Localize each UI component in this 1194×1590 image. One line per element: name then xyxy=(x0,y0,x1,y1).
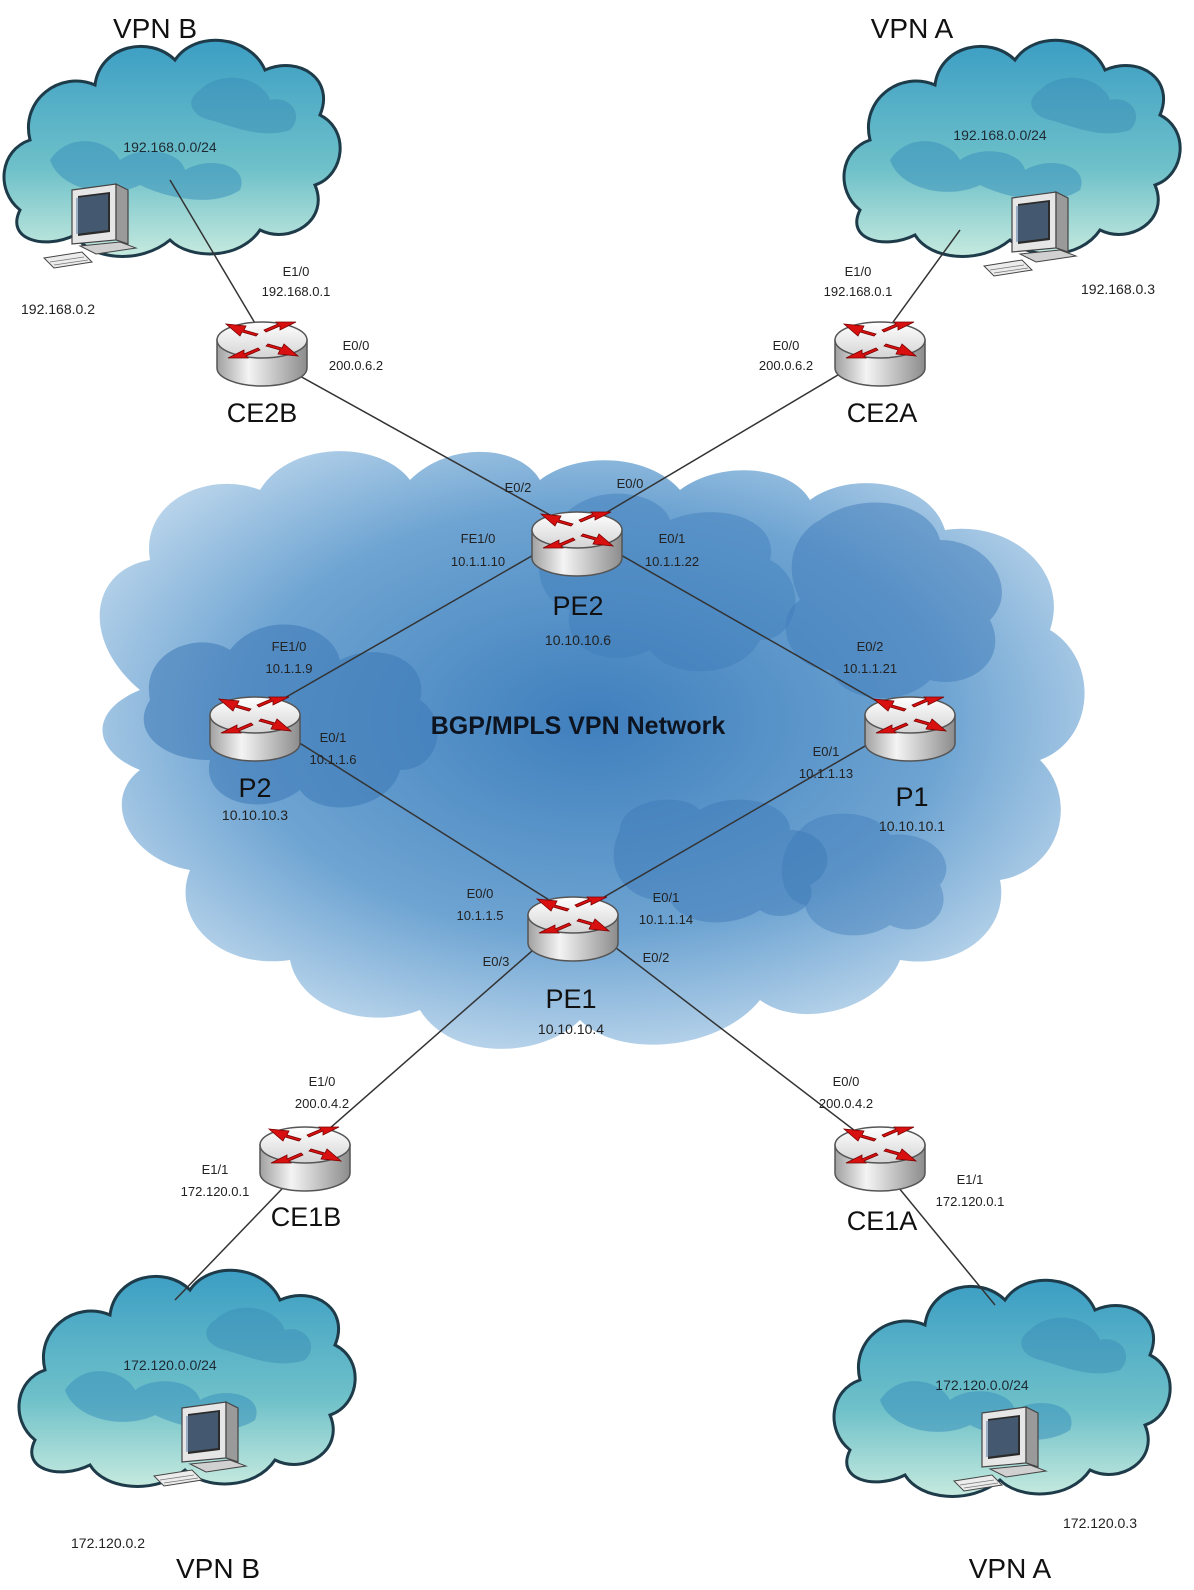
pe1-e01-name: E0/1 xyxy=(653,890,680,905)
link-ce2a-pe2 xyxy=(576,349,881,531)
ce2a-if2-name: E0/0 xyxy=(773,338,800,353)
vpn-label-bottom-left: VPN B xyxy=(176,1553,260,1584)
pe2-fe10-name: FE1/0 xyxy=(461,531,496,546)
ce1b-if2-name: E1/1 xyxy=(202,1162,229,1177)
link-pe1-ce1b xyxy=(304,914,574,1151)
subnet-bottom-left: 172.120.0.0/24 xyxy=(123,1357,217,1373)
host-ip-top-right: 192.168.0.3 xyxy=(1081,281,1155,297)
p1-name: P1 xyxy=(895,782,928,812)
link-p1-pe1 xyxy=(572,719,911,916)
subnet-top-left: 192.168.0.0/24 xyxy=(123,139,217,155)
core-cloud xyxy=(99,451,1085,1049)
ce2a-if2-ip: 200.0.6.2 xyxy=(759,358,813,373)
host-ip-top-left: 192.168.0.2 xyxy=(21,301,95,317)
ce1a-name: CE1A xyxy=(847,1206,918,1236)
pe2-loopback: 10.10.10.6 xyxy=(545,632,611,648)
link-pe1-ce1a xyxy=(572,914,881,1151)
ce1a-if1-ip: 200.0.4.2 xyxy=(819,1096,873,1111)
p2-fe10-ip: 10.1.1.9 xyxy=(266,661,313,676)
link-pe2-p2 xyxy=(254,529,578,716)
link-siteb-top-ce2b xyxy=(169,179,263,336)
router-ce1b-icon[interactable] xyxy=(259,1126,351,1192)
ce1a-if2-ip: 172.120.0.1 xyxy=(936,1194,1005,1209)
p1-e01-name: E0/1 xyxy=(813,744,840,759)
pe1-e01-ip: 10.1.1.14 xyxy=(639,912,693,927)
pe1-e03-label: E0/3 xyxy=(483,954,510,969)
router-p1-icon[interactable] xyxy=(864,696,956,762)
ce2b-if1-ip: 192.168.0.1 xyxy=(262,284,331,299)
vpn-label-bottom-right: VPN A xyxy=(969,1553,1052,1584)
ce2b-name: CE2B xyxy=(227,398,298,428)
pe1-loopback: 10.10.10.4 xyxy=(538,1021,604,1037)
host-ip-bottom-right: 172.120.0.3 xyxy=(1063,1515,1137,1531)
subnet-bottom-right: 172.120.0.0/24 xyxy=(935,1377,1029,1393)
router-ce2b-icon[interactable] xyxy=(216,321,308,387)
router-ce1a-icon[interactable] xyxy=(834,1126,926,1192)
vpn-label-top-left: VPN B xyxy=(113,13,197,44)
p1-loopback: 10.10.10.1 xyxy=(879,818,945,834)
pe2-name: PE2 xyxy=(552,591,603,621)
subnet-top-right: 192.168.0.0/24 xyxy=(953,127,1047,143)
p1-e01-ip: 10.1.1.13 xyxy=(799,766,853,781)
pe2-e00-label: E0/0 xyxy=(617,476,644,491)
router-pe2-icon[interactable] xyxy=(531,511,623,577)
p2-loopback: 10.10.10.3 xyxy=(222,807,288,823)
pe1-e00-name: E0/0 xyxy=(467,886,494,901)
ce1b-name: CE1B xyxy=(271,1202,342,1232)
ce2b-if2-ip: 200.0.6.2 xyxy=(329,358,383,373)
pe1-e02-label: E0/2 xyxy=(643,950,670,965)
ce2b-if1-name: E1/0 xyxy=(283,264,310,279)
ce1b-if1-name: E1/0 xyxy=(309,1074,336,1089)
p1-e02-name: E0/2 xyxy=(857,639,884,654)
p2-name: P2 xyxy=(238,773,271,803)
host-ip-bottom-left: 172.120.0.2 xyxy=(71,1535,145,1551)
ce2a-if1-ip: 192.168.0.1 xyxy=(824,284,893,299)
ce2b-if2-name: E0/0 xyxy=(343,338,370,353)
ce2a-name: CE2A xyxy=(847,398,918,428)
pe1-name: PE1 xyxy=(545,984,596,1014)
pe2-fe10-ip: 10.1.1.10 xyxy=(451,554,505,569)
vpn-label-top-right: VPN A xyxy=(871,13,954,44)
p1-e02-ip: 10.1.1.21 xyxy=(843,661,897,676)
pe1-e00-ip: 10.1.1.5 xyxy=(457,908,504,923)
pe2-e01-ip: 10.1.1.22 xyxy=(645,554,699,569)
ce1a-if1-name: E0/0 xyxy=(833,1074,860,1089)
pe2-e01-name: E0/1 xyxy=(659,531,686,546)
router-pe1-icon[interactable] xyxy=(527,896,619,962)
ce1b-if2-ip: 172.120.0.1 xyxy=(181,1184,250,1199)
p2-fe10-name: FE1/0 xyxy=(272,639,307,654)
ce1a-if2-name: E1/1 xyxy=(957,1172,984,1187)
link-p2-pe1 xyxy=(254,714,574,916)
core-network-title: BGP/MPLS VPN Network xyxy=(431,712,726,740)
link-pe2-p1 xyxy=(576,529,911,721)
ce2a-if1-name: E1/0 xyxy=(845,264,872,279)
p2-e01-ip: 10.1.1.6 xyxy=(310,752,357,767)
p2-e01-name: E0/1 xyxy=(320,730,347,745)
ce1b-if1-ip: 200.0.4.2 xyxy=(295,1096,349,1111)
router-p2-icon[interactable] xyxy=(209,696,301,762)
links xyxy=(169,179,996,1306)
pe2-e02-label: E0/2 xyxy=(505,480,532,495)
link-ce2b-pe2 xyxy=(261,354,578,531)
router-ce2a-icon[interactable] xyxy=(834,321,926,387)
